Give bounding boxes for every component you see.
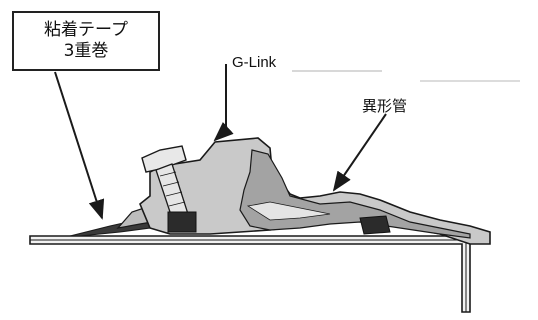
glink-leader-arrow <box>213 64 234 142</box>
seal-block-left <box>167 211 197 233</box>
adhesive-tape-callout-box: 粘着テープ 3重巻 <box>12 11 160 71</box>
glink-label: G-Link <box>232 54 277 71</box>
tape-label-line1: 粘着テープ <box>44 20 128 40</box>
background-bar <box>292 70 382 72</box>
background-bar <box>420 80 520 82</box>
pipe-label: 異形管 <box>362 97 408 115</box>
tape-label-line2: 3重巻 <box>63 41 109 61</box>
housing-highlight <box>246 201 331 221</box>
pipe-leader-arrow <box>332 113 387 192</box>
seal-block-right <box>359 215 391 235</box>
bolt <box>141 145 189 219</box>
tape-leader-arrow <box>54 71 105 220</box>
base-plate <box>29 235 471 313</box>
